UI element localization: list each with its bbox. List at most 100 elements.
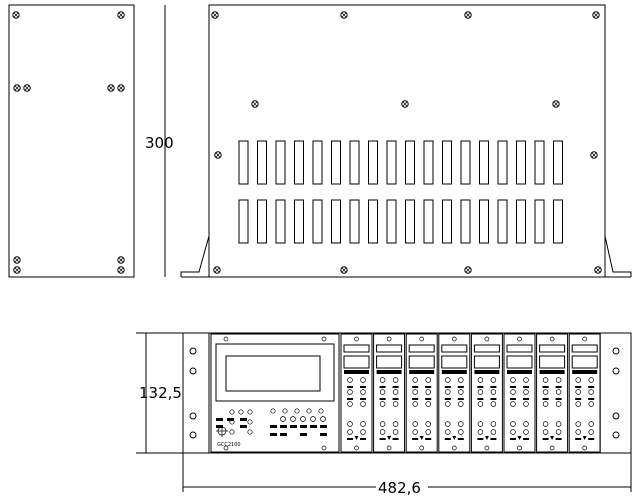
key-block	[379, 386, 386, 388]
screw-icon	[517, 336, 522, 342]
knob-icon	[555, 401, 562, 407]
knob-icon	[347, 429, 353, 435]
screw-icon	[354, 336, 359, 342]
knob-icon	[477, 401, 484, 407]
screw-icon	[23, 84, 31, 92]
knob-icon	[290, 416, 296, 422]
screw-icon	[251, 100, 259, 108]
key-block	[575, 398, 582, 400]
knob-icon	[575, 377, 581, 383]
module-display	[571, 355, 598, 369]
screw-icon	[354, 445, 359, 451]
screw-slot	[108, 85, 114, 91]
module-card	[470, 333, 503, 453]
key-block	[412, 438, 419, 440]
knob-icon	[412, 389, 418, 395]
knob-icon	[379, 401, 386, 407]
screw-head	[464, 266, 472, 274]
module-display-top	[473, 344, 500, 353]
vent-slot	[331, 199, 341, 244]
key-block	[444, 438, 451, 440]
knob-icon	[555, 429, 562, 435]
vent-slot	[312, 199, 323, 244]
knob-icon	[445, 377, 451, 383]
knob-icon	[523, 389, 529, 395]
vent-slot	[275, 140, 286, 185]
vent-slot	[294, 140, 304, 185]
key-block	[457, 398, 464, 400]
key-block	[347, 438, 353, 440]
module-outline	[568, 333, 601, 453]
knob-icon	[575, 389, 581, 395]
knob-icon	[523, 429, 529, 435]
knob-icon	[425, 401, 431, 407]
screw-icon	[223, 445, 229, 451]
screw-icon	[582, 445, 588, 451]
arrow-icon	[419, 436, 424, 440]
knob-icon	[425, 377, 431, 383]
knob-icon	[392, 421, 399, 427]
screw-icon	[340, 266, 348, 274]
screw-icon	[484, 336, 490, 342]
knob-icon	[445, 429, 451, 435]
vent-slot	[257, 199, 267, 244]
controller-model-label: GCC2100	[217, 442, 241, 448]
vent-slot	[534, 199, 545, 244]
screw-icon	[211, 11, 219, 19]
module-bar	[441, 370, 467, 374]
knob-icon	[347, 401, 353, 407]
screw-head	[211, 11, 219, 19]
module-display	[506, 355, 533, 369]
vent-slot	[386, 199, 397, 244]
knob-icon	[523, 401, 529, 407]
vent-slot	[479, 199, 489, 244]
knob-icon	[542, 429, 549, 435]
knob-icon	[510, 401, 516, 407]
knob-icon	[320, 416, 326, 422]
module-card	[438, 333, 471, 453]
screw-icon	[582, 336, 588, 342]
knob-icon	[425, 389, 431, 395]
button-icon	[247, 429, 253, 435]
button-icon	[238, 409, 244, 415]
knob-icon	[510, 429, 516, 435]
arrow-icon	[550, 436, 555, 440]
key-block	[477, 386, 484, 388]
screw-icon	[213, 266, 221, 274]
screw-head	[340, 266, 348, 274]
vent-slot	[534, 140, 545, 185]
vent-slot	[497, 199, 508, 244]
vent-slot	[442, 199, 452, 244]
screw-slot	[13, 12, 19, 18]
screw-icon	[549, 445, 555, 451]
key-block	[477, 398, 484, 400]
key-block	[360, 438, 366, 440]
knob-icon	[490, 421, 497, 427]
controller-panel: GCC2100	[210, 333, 340, 453]
vent-slot	[238, 140, 249, 185]
screw-slot	[24, 85, 30, 91]
knob-icon	[412, 429, 418, 435]
knob-icon	[445, 421, 451, 427]
knob-icon	[379, 429, 386, 435]
side-panel-outline	[8, 4, 135, 278]
arrow-icon	[387, 436, 392, 440]
mounting-hole-icon	[189, 412, 197, 420]
screw-icon	[386, 336, 392, 342]
screw-icon	[451, 445, 457, 451]
screw-head	[117, 11, 125, 19]
key-block	[392, 398, 399, 400]
width-dimension-label: 482,6	[378, 479, 421, 497]
key-block	[510, 386, 516, 388]
knob-icon	[555, 377, 562, 383]
key-block	[270, 433, 277, 436]
knob-icon	[458, 377, 464, 383]
right-flange	[604, 235, 632, 277]
key-block	[280, 433, 287, 436]
mounting-hole-icon	[612, 347, 620, 355]
knob-icon	[360, 421, 366, 427]
screw-icon	[340, 11, 348, 19]
screw-slot	[215, 152, 221, 158]
screw-head	[12, 11, 20, 19]
knob-icon	[510, 377, 516, 383]
